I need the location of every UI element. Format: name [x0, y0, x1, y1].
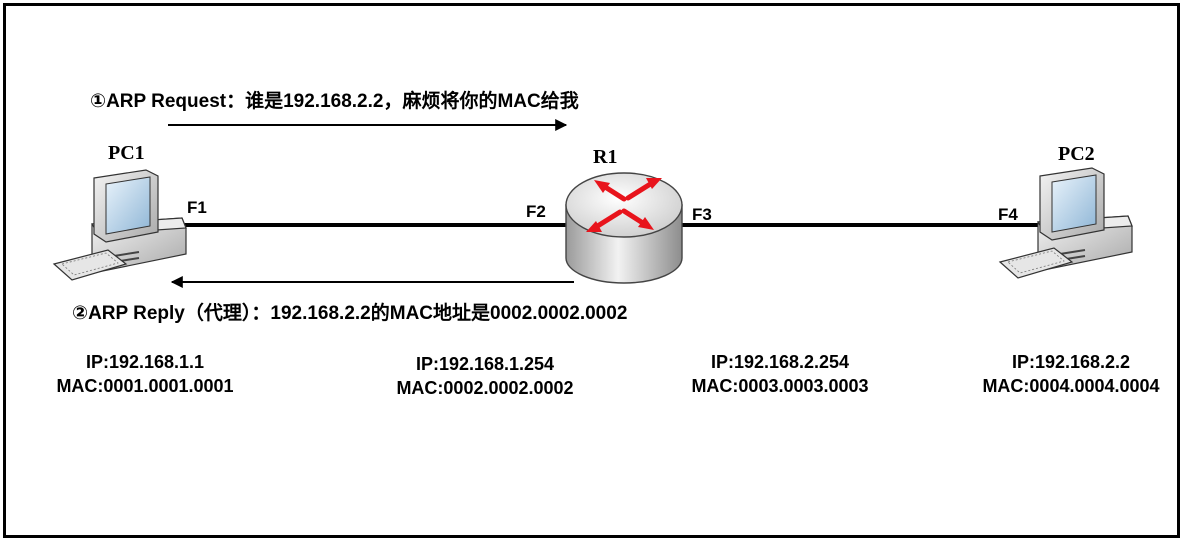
r1-f3-ip: IP:192.168.2.254 [710, 352, 850, 372]
port-f3-label: F3 [692, 205, 712, 224]
diagram-border [3, 3, 1180, 538]
port-f2-label: F2 [526, 202, 546, 221]
r1-f2-ip: IP:192.168.1.254 [415, 354, 555, 374]
port-f4-label: F4 [998, 205, 1018, 224]
pc1-ip: IP:192.168.1.1 [85, 352, 205, 372]
router-icon [565, 172, 683, 284]
r1-f3-address-block: IP:192.168.2.254 MAC:0003.0003.0003 [665, 350, 895, 398]
router-label: R1 [593, 146, 618, 168]
pc2-mac: MAC:0004.0004.0004 [982, 376, 1160, 396]
port-f1-label: F1 [187, 198, 207, 217]
r1-f2-address-block: IP:192.168.1.254 MAC:0002.0002.0002 [370, 352, 600, 400]
pc1-computer-icon [52, 169, 187, 281]
pc2-address-block: IP:192.168.2.2 MAC:0004.0004.0004 [956, 350, 1186, 398]
arp-reply-label: ②ARP Reply（代理）：192.168.2.2的MAC地址是0002.00… [72, 303, 628, 324]
pc2-ip: IP:192.168.2.2 [1011, 352, 1131, 372]
r1-f3-mac: MAC:0003.0003.0003 [691, 376, 869, 396]
pc2-computer-icon [998, 167, 1133, 279]
pc1-label: PC1 [108, 142, 145, 164]
arp-request-label: ①ARP Request：谁是192.168.2.2，麻烦将你的MAC给我 [90, 91, 579, 112]
pc1-mac: MAC:0001.0001.0001 [56, 376, 234, 396]
pc2-label: PC2 [1058, 143, 1095, 165]
pc1-address-block: IP:192.168.1.1 MAC:0001.0001.0001 [30, 350, 260, 398]
r1-f2-mac: MAC:0002.0002.0002 [396, 378, 574, 398]
